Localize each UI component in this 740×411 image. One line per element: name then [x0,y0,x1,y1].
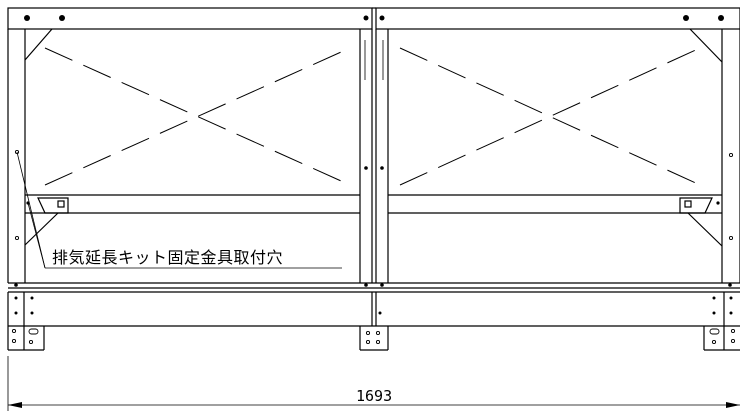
left-post [7,29,26,283]
center-post [359,29,389,283]
bottom-rail [8,282,740,293]
base-frame [7,292,740,351]
dimension-line [7,356,740,411]
top-frame [7,7,740,30]
callout-label: 排気延長キット固定金具取付穴 [52,248,283,267]
right-panel [388,28,723,247]
right-post [721,29,740,283]
left-panel [24,28,360,246]
dimension-width-label: 1693 [356,387,392,405]
callout-leader [16,151,342,269]
